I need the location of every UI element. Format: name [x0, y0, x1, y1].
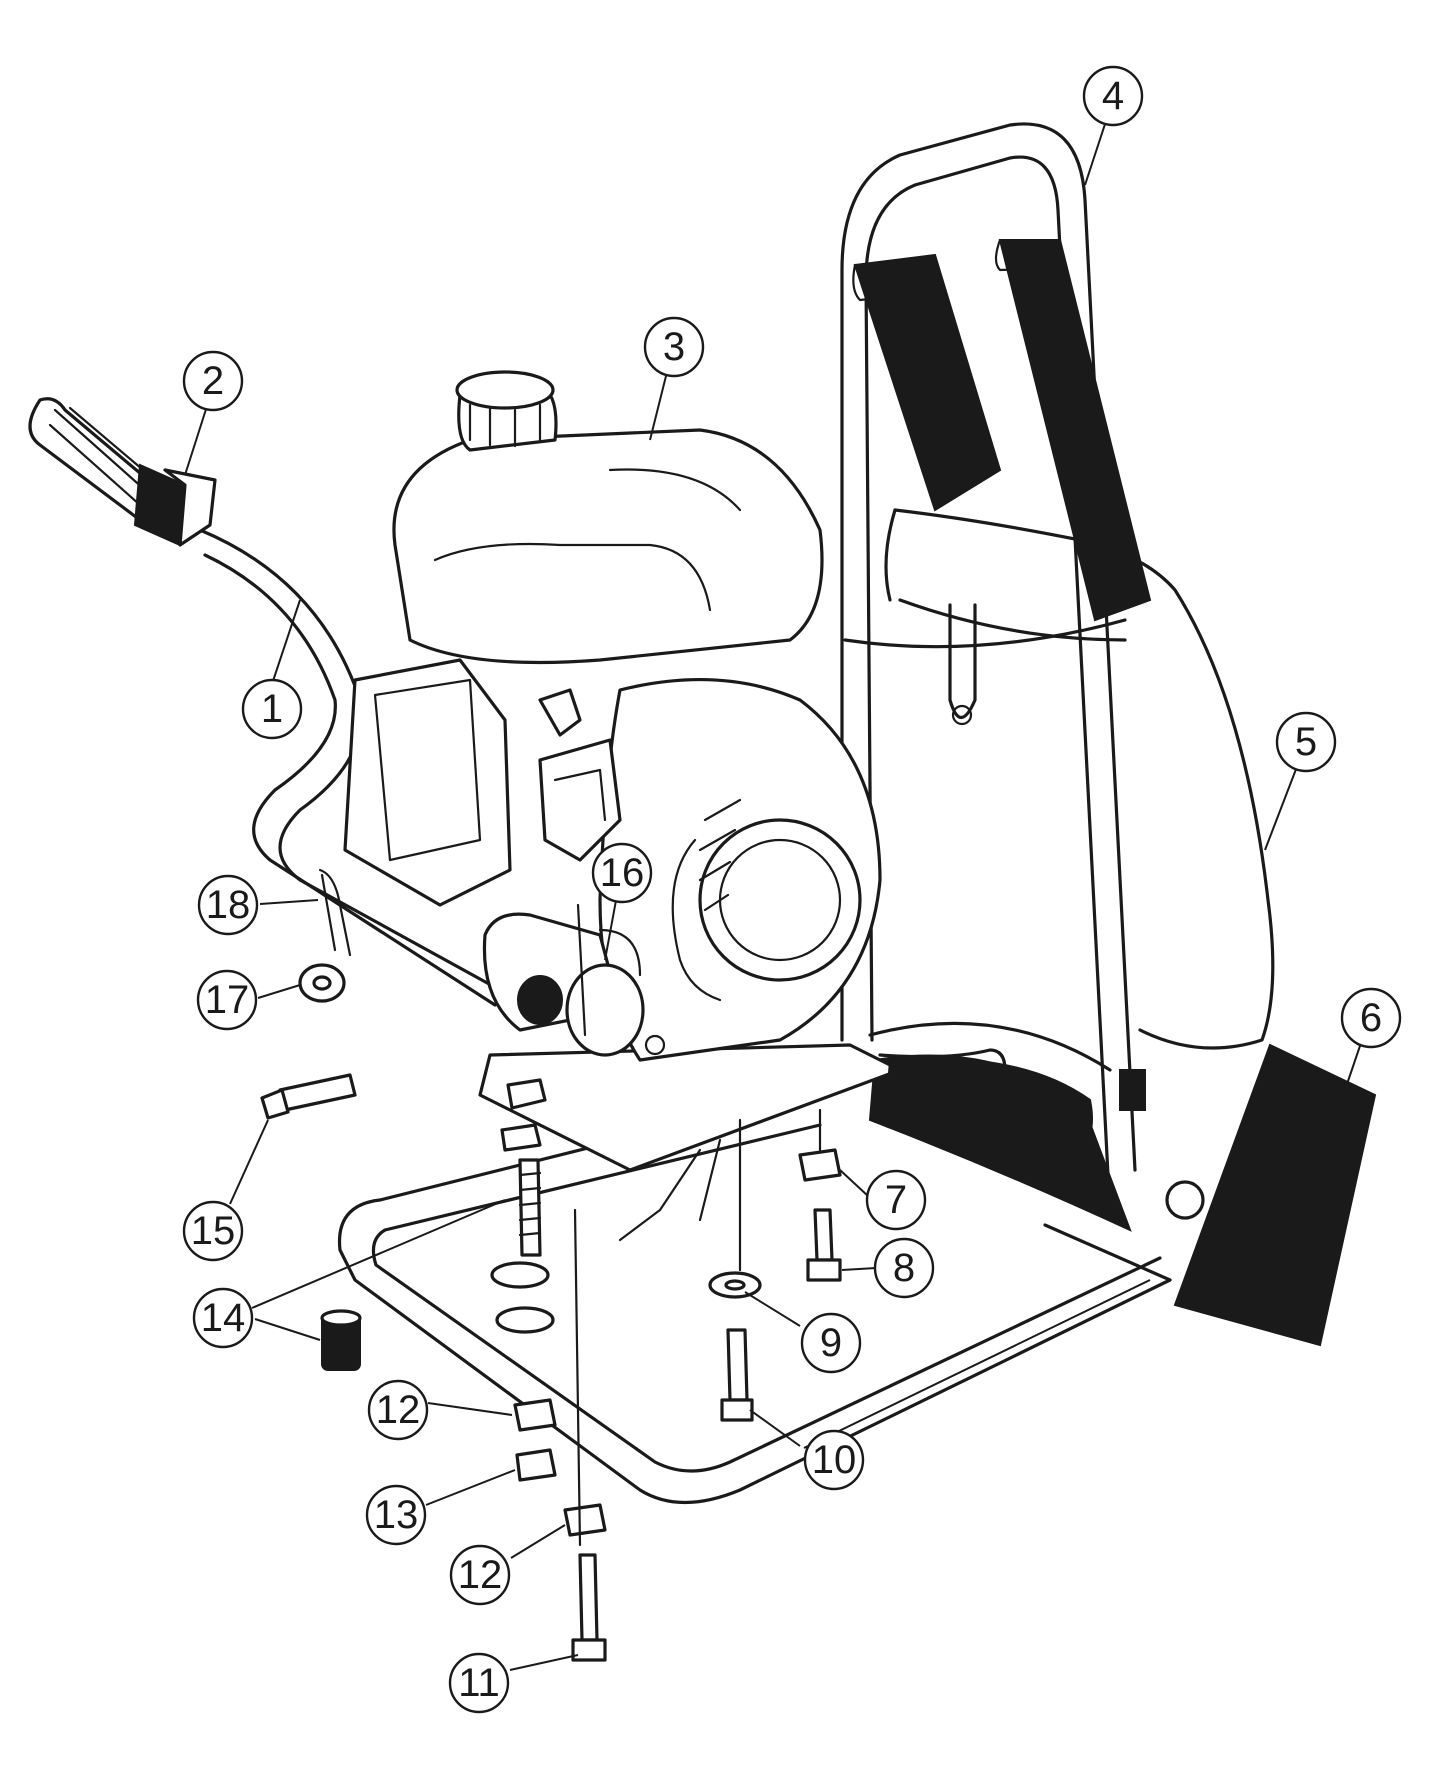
mounting-plate — [478, 1043, 902, 1242]
callout-18-label: 18 — [206, 883, 251, 927]
callout-16: 16 — [591, 842, 653, 904]
callout-8: 8 — [873, 1237, 935, 1299]
callout-12b-label: 12 — [458, 1553, 503, 1597]
callout-12a-label: 12 — [376, 1388, 421, 1432]
callout-7-label: 7 — [885, 1178, 907, 1222]
callout-11-label: 11 — [458, 1661, 500, 1705]
handle-grip — [28, 397, 217, 547]
callout-12-lower: 12 — [449, 1544, 511, 1606]
callout-6-label: 6 — [1360, 996, 1382, 1040]
callout-10: 10 — [803, 1429, 865, 1491]
callout-4: 4 — [1082, 65, 1144, 127]
callout-15-label: 15 — [191, 1209, 236, 1253]
callout-5: 5 — [1275, 711, 1337, 773]
callout-9: 9 — [800, 1312, 862, 1374]
callout-11: 11 — [448, 1652, 510, 1714]
callout-1-label: 1 — [261, 687, 283, 731]
callout-15: 15 — [182, 1200, 244, 1262]
bolt-11 — [578, 1553, 599, 1642]
callout-12-upper: 12 — [367, 1379, 429, 1441]
callout-6: 6 — [1340, 987, 1402, 1049]
lock-washer-12b — [563, 1503, 607, 1537]
callout-8-label: 8 — [893, 1246, 915, 1290]
lock-washer-7 — [798, 1148, 842, 1182]
long-bolt-15 — [278, 1073, 357, 1112]
callout-13: 13 — [365, 1484, 427, 1546]
callout-2: 2 — [182, 350, 244, 412]
shoulder-straps — [852, 238, 1152, 622]
callout-4-label: 4 — [1102, 74, 1124, 118]
callout-14-label: 14 — [201, 1296, 246, 1340]
callout-10-label: 10 — [812, 1438, 857, 1482]
callout-1: 1 — [241, 678, 303, 740]
fasteners — [260, 868, 1205, 1662]
callout-17-label: 17 — [205, 978, 250, 1022]
lock-washer-12a — [513, 1398, 557, 1432]
stud-14 — [518, 1158, 542, 1257]
callout-3: 3 — [643, 316, 705, 378]
callout-9-label: 9 — [820, 1321, 842, 1365]
callout-5-label: 5 — [1295, 720, 1317, 764]
callout-17: 17 — [196, 969, 258, 1031]
callout-18: 18 — [197, 874, 259, 936]
callout-3-label: 3 — [663, 325, 685, 369]
back-pad — [884, 508, 1275, 1050]
leader-lines — [184, 117, 1363, 1671]
callout-2-label: 2 — [202, 359, 224, 403]
callout-14: 14 — [192, 1287, 254, 1349]
callout-7: 7 — [865, 1169, 927, 1231]
callout-13-label: 13 — [374, 1493, 419, 1537]
backpack-frame — [840, 122, 1137, 1177]
callout-16-label: 16 — [600, 851, 645, 895]
engine — [343, 370, 882, 1062]
bolt-8 — [813, 1208, 834, 1262]
nut-13 — [515, 1448, 557, 1482]
bolt-10 — [726, 1328, 749, 1402]
cotter-pin-18 — [318, 868, 352, 957]
